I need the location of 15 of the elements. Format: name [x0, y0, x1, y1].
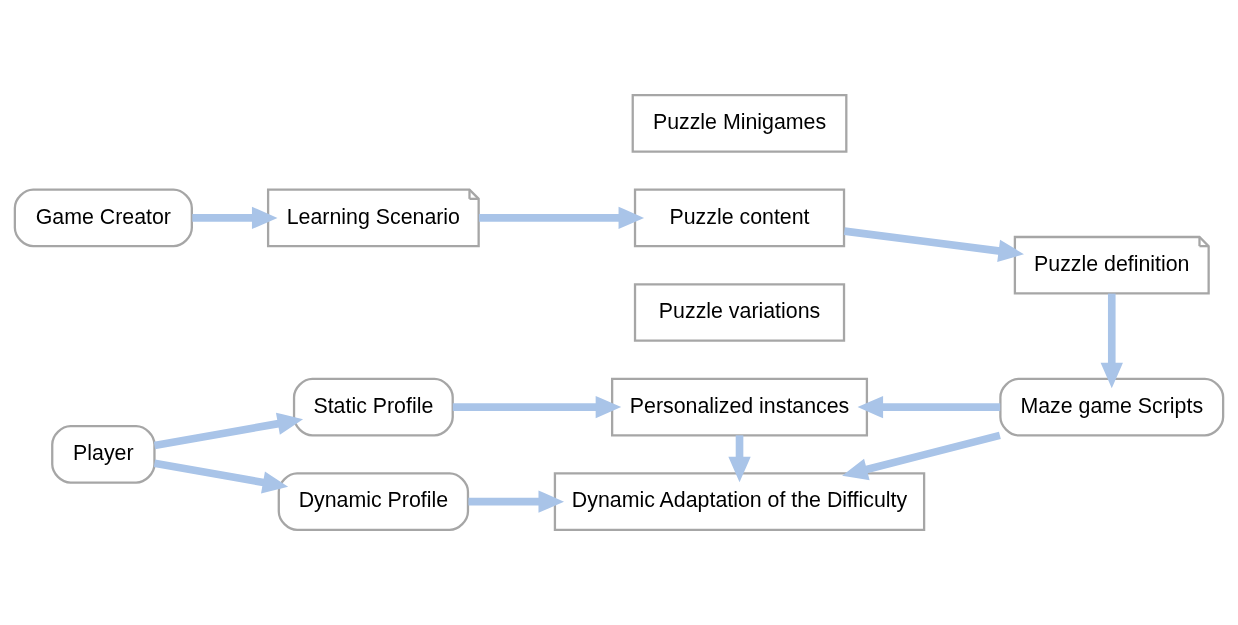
node-box: Game Creator [13, 188, 193, 248]
arrow [843, 227, 1024, 262]
arrow [478, 206, 645, 230]
node-box: Dynamic Adaptation of the Difficulty [553, 472, 926, 532]
node-box: Puzzle content [633, 188, 846, 248]
arrow [842, 431, 1001, 481]
node-box: Dynamic Profile [277, 472, 470, 532]
node-box: Personalized instances [611, 377, 869, 437]
node-box: Maze game Scripts [999, 377, 1225, 437]
arrow [153, 459, 289, 494]
node-box: Static Profile [292, 377, 454, 437]
node-box: Puzzle variations [633, 283, 846, 342]
arrow [153, 412, 304, 450]
node-box: Player [51, 425, 156, 484]
node-box: Puzzle Minigames [631, 93, 848, 153]
